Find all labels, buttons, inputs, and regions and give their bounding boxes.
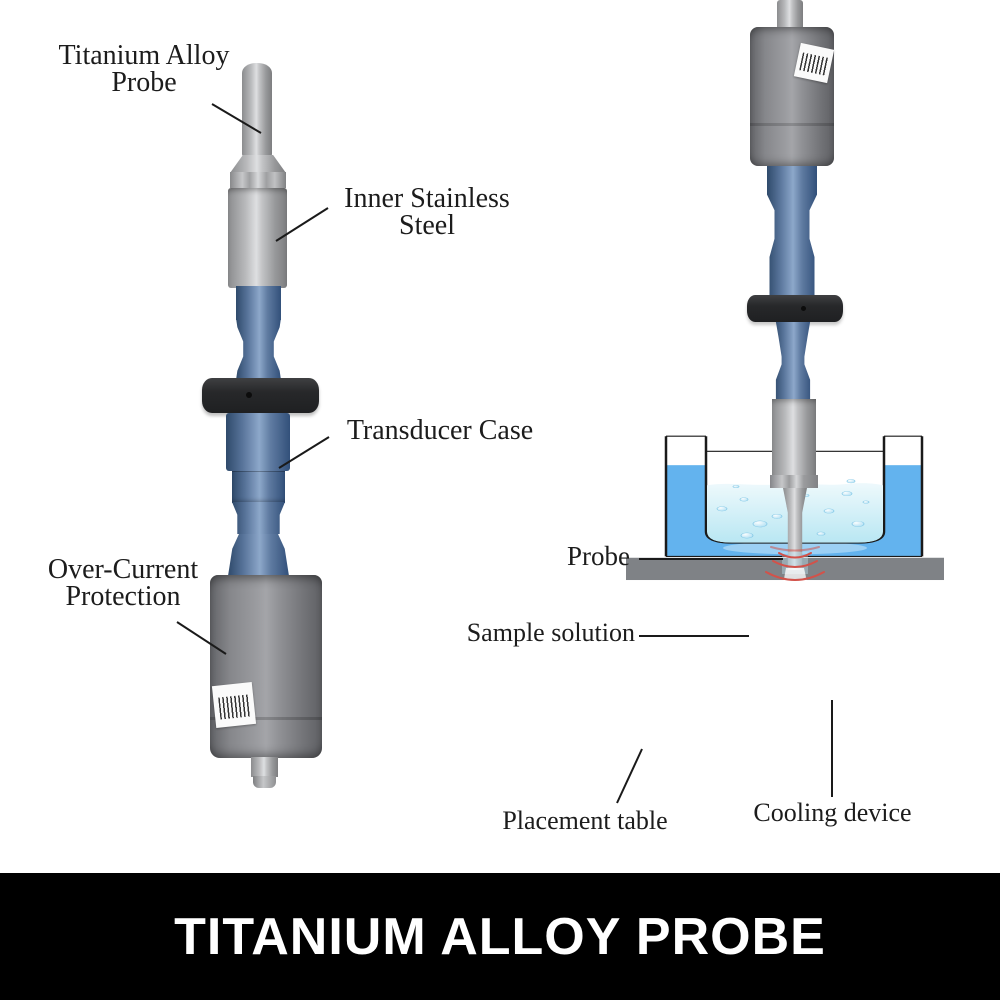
- callout-placement-table: Placement table: [502, 806, 668, 835]
- transducer-case-body: [226, 413, 290, 471]
- callout-titanium-alloy-probe: Titanium Alloy Probe: [58, 40, 230, 98]
- transducer-case-body: [767, 166, 817, 296]
- stainless-steel-section: [772, 399, 816, 475]
- titanium-probe-tip: [242, 63, 272, 157]
- placement-table: [626, 557, 944, 581]
- housing-groove: [210, 717, 322, 720]
- title-banner: TITANIUM ALLOY PROBE: [0, 873, 1000, 1000]
- over-current-protection-housing: [210, 575, 322, 758]
- transducer-step: [232, 471, 285, 503]
- callout-sample-solution: Sample solution: [466, 618, 635, 647]
- transducer-neck: [232, 502, 285, 534]
- banner-title: TITANIUM ALLOY PROBE: [174, 907, 826, 966]
- leader-lines: [176, 103, 833, 804]
- callout-cooling-device: Cooling device: [753, 798, 912, 827]
- horn-neck: [236, 318, 281, 380]
- callout-probe: Probe: [567, 541, 630, 571]
- outer-container-outline: [664, 435, 924, 557]
- leader-transducer-case: [278, 436, 330, 469]
- hex-collar: [230, 172, 286, 188]
- probe-photo: [0, 0, 560, 873]
- hex-collar: [770, 475, 818, 488]
- bubbles: [716, 479, 870, 539]
- power-connector-tip: [253, 776, 276, 788]
- ultrasound-overlay: [764, 546, 830, 688]
- leader-titanium-probe: [211, 103, 262, 134]
- power-connector-top: [777, 0, 803, 28]
- flange-hole: [246, 392, 252, 398]
- probe-taper: [230, 155, 286, 173]
- leader-placement-table: [616, 748, 643, 804]
- flange-hole: [801, 306, 806, 311]
- mounting-flange: [747, 295, 843, 322]
- transducer-bell: [228, 534, 289, 576]
- stainless-steel-section: [228, 188, 287, 288]
- leader-over-current: [176, 621, 227, 655]
- ultrasound-waves-icon: [765, 546, 825, 581]
- mounting-flange: [202, 378, 319, 413]
- leader-inner-stainless: [275, 207, 329, 242]
- cavitation-cone: [764, 568, 830, 688]
- housing-groove: [750, 123, 834, 126]
- callout-inner-stainless-steel: Inner Stainless Steel: [344, 183, 510, 241]
- callout-over-current-protection: Over-Current Protection: [47, 554, 199, 612]
- callout-transducer-case: Transducer Case: [346, 415, 534, 446]
- horn-upper: [236, 286, 281, 320]
- power-connector: [251, 757, 278, 777]
- probe-diagram-device: [0, 0, 843, 873]
